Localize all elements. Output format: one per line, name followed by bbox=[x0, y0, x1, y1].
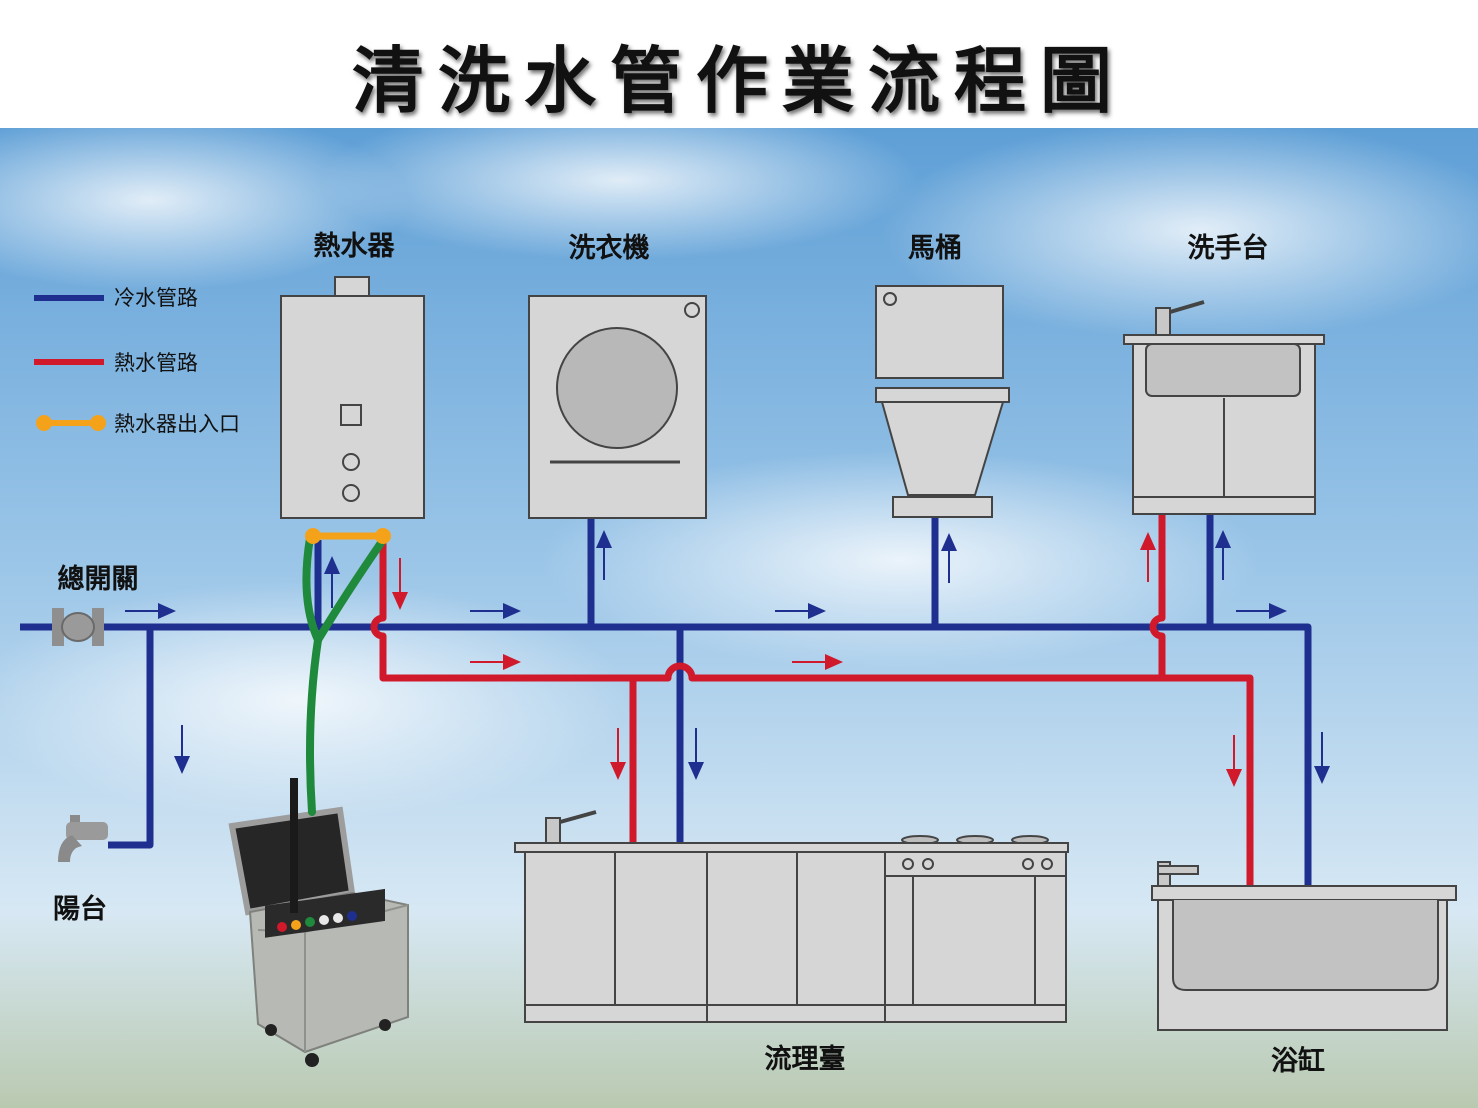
bathtub-unit bbox=[1151, 861, 1457, 1031]
toilet-label: 馬桶 bbox=[908, 233, 962, 264]
kitchen-counter-unit bbox=[514, 810, 1069, 1023]
pipe-cleaning-machine bbox=[228, 778, 409, 1067]
legend-port-label: 熱水器出入口 bbox=[114, 412, 240, 436]
cleaning-hose bbox=[302, 534, 323, 816]
wash-basin-unit bbox=[1123, 300, 1325, 515]
cold-main-line bbox=[20, 623, 1312, 888]
hot-pipes bbox=[370, 515, 1254, 885]
cloud bbox=[540, 450, 1260, 670]
bathtub-label: 浴缸 bbox=[1271, 1045, 1325, 1077]
cloud bbox=[0, 128, 410, 290]
water-heater-unit bbox=[280, 276, 425, 519]
heater-outlet-port bbox=[375, 528, 391, 544]
washing-machine-unit bbox=[528, 295, 707, 519]
hot-heater-outlet bbox=[370, 540, 1254, 885]
plumbing-diagram: 冷水管路 熱水管路 熱水器出入口 熱水器 洗衣機 馬桶 洗手台 總開關 陽台 流… bbox=[0, 128, 1478, 1108]
faucet-icon bbox=[58, 815, 108, 862]
flow-arrows bbox=[125, 530, 1330, 787]
cleaning-hoses bbox=[302, 534, 387, 816]
cleaning-hose bbox=[314, 536, 387, 644]
legend-hot-label: 熱水管路 bbox=[114, 351, 198, 375]
cold-balcony-branch bbox=[108, 627, 154, 849]
wash-basin-label: 洗手台 bbox=[1188, 232, 1269, 264]
water-heater-label: 熱水器 bbox=[314, 231, 396, 262]
toilet-unit bbox=[875, 285, 1010, 518]
legend-port-dot bbox=[36, 415, 52, 431]
heater-port-connector bbox=[305, 528, 391, 544]
legend: 冷水管路 熱水管路 熱水器出入口 bbox=[34, 286, 240, 436]
main-valve-icon bbox=[52, 608, 104, 646]
page-title: 清洗水管作業流程圖 bbox=[351, 38, 1126, 123]
balcony-label: 陽台 bbox=[53, 893, 107, 925]
heater-inlet-port bbox=[305, 528, 321, 544]
cloud bbox=[880, 128, 1478, 340]
legend-cold-label: 冷水管路 bbox=[114, 286, 198, 310]
cloud bbox=[320, 128, 920, 260]
legend-port-dot bbox=[90, 415, 106, 431]
washing-machine-label: 洗衣機 bbox=[569, 232, 650, 264]
title-bar: 清洗水管作業流程圖 bbox=[0, 0, 1478, 128]
kitchen-counter-label: 流理臺 bbox=[765, 1044, 846, 1075]
hot-basin-feed bbox=[1149, 515, 1166, 678]
main-switch-label: 總開關 bbox=[58, 563, 139, 595]
cold-pipes bbox=[20, 515, 1312, 888]
